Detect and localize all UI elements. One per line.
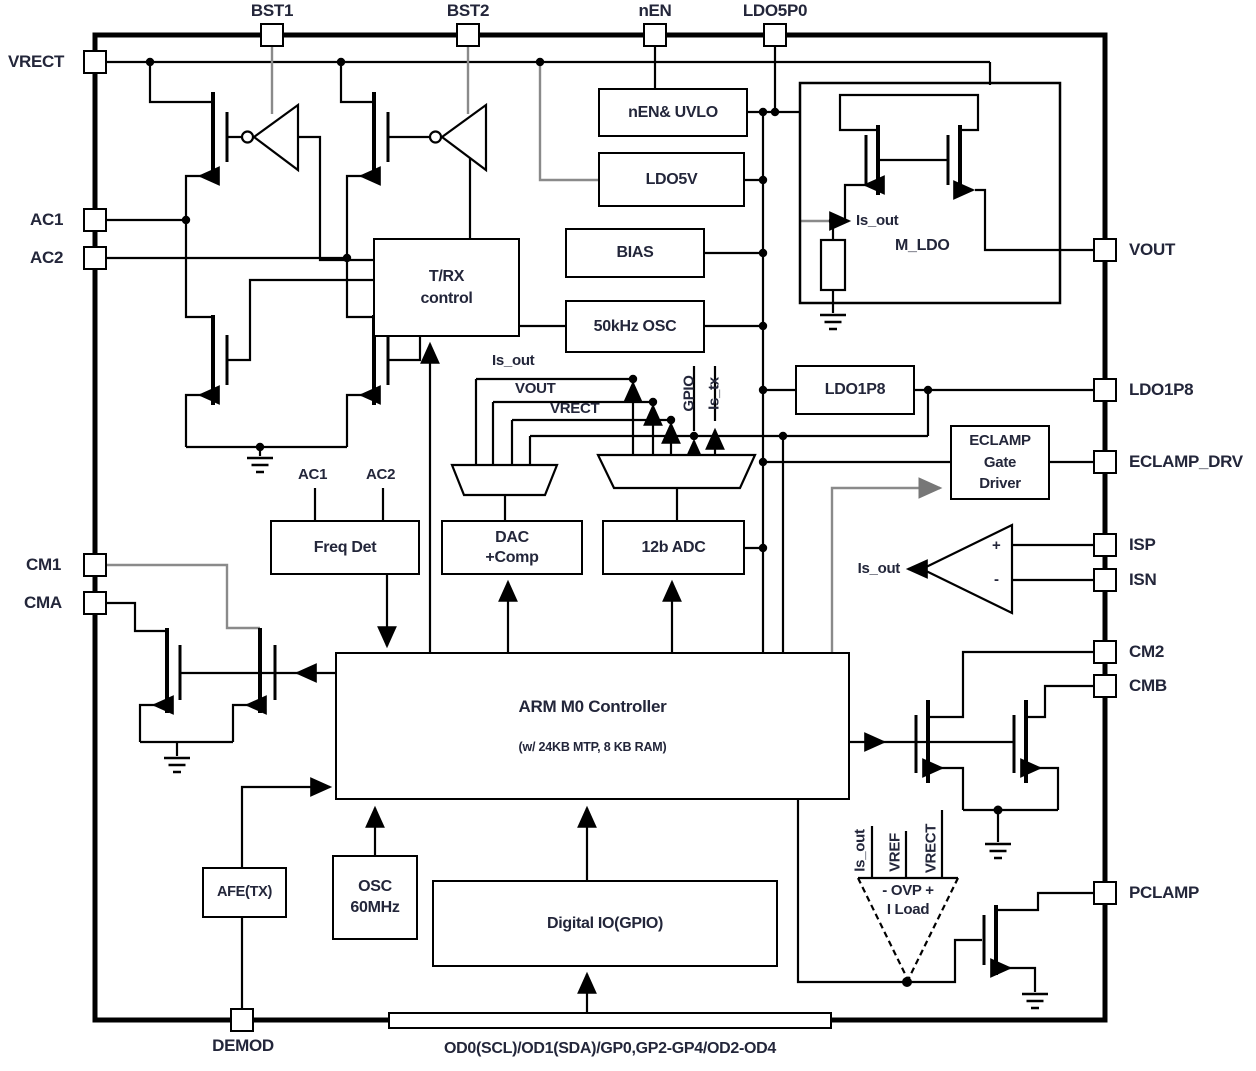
pin-isp bbox=[1093, 533, 1117, 557]
pin-ldo5p0 bbox=[763, 23, 787, 47]
block-ldo5v: LDO5V bbox=[598, 152, 745, 207]
bottom-bus-bar bbox=[388, 1012, 832, 1029]
block-eclamp-line1: ECLAMP bbox=[969, 431, 1031, 449]
block-dac-line2: +Comp bbox=[485, 548, 539, 566]
pin-bst1 bbox=[260, 23, 284, 47]
pin-cmb-label: CMB bbox=[1129, 676, 1167, 695]
block-dac-line1: DAC bbox=[495, 529, 529, 547]
block-trx-line2: control bbox=[420, 289, 473, 307]
mux-vout-label: VOUT bbox=[515, 380, 556, 397]
pin-isn-label: ISN bbox=[1129, 570, 1157, 589]
block-trx-line1: T/RX bbox=[428, 267, 465, 285]
pin-vout bbox=[1093, 238, 1117, 262]
block-afe-tx-label: AFE(TX) bbox=[216, 883, 273, 900]
block-arm-subtitle: (w/ 24KB MTP, 8 KB RAM) bbox=[518, 740, 667, 755]
block-osc-60mhz: OSC 60MHz bbox=[332, 855, 418, 940]
block-afe-tx: AFE(TX) bbox=[202, 867, 287, 918]
ovp-in-vrect-label: VRECT bbox=[922, 823, 940, 874]
block-dac-comp: DAC +Comp bbox=[441, 520, 583, 575]
block-osc-line2: 60MHz bbox=[350, 898, 400, 916]
pin-ac2-label: AC2 bbox=[30, 248, 64, 267]
block-freq-det-label: Freq Det bbox=[313, 538, 377, 556]
pin-eclamp-drv bbox=[1093, 450, 1117, 474]
block-arm-m0: ARM M0 Controller (w/ 24KB MTP, 8 KB RAM… bbox=[335, 652, 850, 800]
pin-ldo5p0-label: LDO5P0 bbox=[742, 1, 808, 20]
block-eclamp-line2: Gate bbox=[983, 453, 1017, 471]
block-eclamp-gate-driver: ECLAMP Gate Driver bbox=[950, 425, 1050, 500]
block-freq-det: Freq Det bbox=[270, 520, 420, 575]
pin-demod-label: DEMOD bbox=[212, 1036, 274, 1055]
pin-eclamp-drv-label: ECLAMP_DRV bbox=[1129, 452, 1243, 471]
comparator-minus-label: - bbox=[994, 571, 999, 588]
ovp-row2-label: I Load bbox=[886, 901, 930, 918]
block-trx-control: T/RX control bbox=[373, 238, 520, 337]
ovp-in-vref-label: VREF bbox=[886, 833, 904, 872]
pin-cm2 bbox=[1093, 640, 1117, 664]
ovp-row1-label: - OVP + bbox=[882, 882, 934, 899]
bottom-bus-label: OD0(SCL)/OD1(SDA)/GP0,GP2-GP4/OD2-OD4 bbox=[443, 1040, 777, 1057]
mux-is-out-label: Is_out bbox=[492, 352, 535, 369]
block-eclamp-line3: Driver bbox=[979, 475, 1021, 493]
pin-cma bbox=[83, 591, 107, 615]
mux-is-tx-label: Is_tx bbox=[705, 377, 723, 410]
block-50khz-osc: 50kHz OSC bbox=[565, 300, 705, 353]
pin-ac2 bbox=[83, 246, 107, 270]
block-ldo1p8: LDO1P8 bbox=[795, 365, 915, 415]
pin-ac1 bbox=[83, 208, 107, 232]
freq-det-ac1-label: AC1 bbox=[298, 466, 328, 483]
comparator-plus-label: + bbox=[992, 537, 1001, 554]
pin-bst2-label: BST2 bbox=[446, 1, 490, 20]
pin-demod bbox=[230, 1008, 254, 1032]
block-digital-io-label: Digital IO(GPIO) bbox=[546, 914, 664, 932]
pin-cmb bbox=[1093, 674, 1117, 698]
pin-vrect-label: VRECT bbox=[8, 52, 65, 71]
block-nen-uvlo-label: nEN& UVLO bbox=[628, 103, 718, 121]
pin-cm2-label: CM2 bbox=[1129, 642, 1164, 661]
mldo-is-out-label: Is_out bbox=[856, 212, 899, 229]
pin-nen-label: nEN bbox=[638, 1, 672, 20]
pin-ldo1p8 bbox=[1093, 378, 1117, 402]
pin-ldo1p8-label: LDO1P8 bbox=[1129, 380, 1194, 399]
pin-vout-label: VOUT bbox=[1129, 240, 1176, 259]
pin-cm1-label: CM1 bbox=[26, 555, 61, 574]
block-bias-label: BIAS bbox=[616, 244, 654, 262]
pin-cm1 bbox=[83, 553, 107, 577]
block-12b-adc: 12b ADC bbox=[602, 520, 745, 575]
mux-gpio-label: GPIO bbox=[680, 375, 698, 412]
mldo-label: M_LDO bbox=[895, 237, 950, 254]
pin-pclamp bbox=[1093, 881, 1117, 905]
block-arm-title: ARM M0 Controller bbox=[518, 697, 667, 717]
pin-cma-label: CMA bbox=[24, 593, 62, 612]
block-12b-adc-label: 12b ADC bbox=[641, 538, 706, 556]
pin-pclamp-label: PCLAMP bbox=[1129, 883, 1199, 902]
pin-isp-label: ISP bbox=[1129, 535, 1156, 554]
comparator-is-out-label: Is_out bbox=[857, 560, 901, 577]
mux-vrect-label: VRECT bbox=[550, 400, 600, 417]
pin-bst2 bbox=[456, 23, 480, 47]
block-bias: BIAS bbox=[565, 228, 705, 278]
pin-bst1-label: BST1 bbox=[250, 1, 294, 20]
pin-nen bbox=[643, 23, 667, 47]
pin-isn bbox=[1093, 568, 1117, 592]
pin-ac1-label: AC1 bbox=[30, 210, 64, 229]
freq-det-ac2-label: AC2 bbox=[366, 466, 396, 483]
ovp-in-is-out-label: Is_out bbox=[851, 829, 869, 872]
block-50khz-osc-label: 50kHz OSC bbox=[593, 317, 677, 335]
block-ldo1p8-label: LDO1P8 bbox=[824, 381, 886, 399]
block-osc-line1: OSC bbox=[358, 877, 392, 895]
block-nen-uvlo: nEN& UVLO bbox=[598, 88, 748, 137]
block-digital-io: Digital IO(GPIO) bbox=[432, 880, 778, 967]
pin-vrect bbox=[83, 50, 107, 74]
block-ldo5v-label: LDO5V bbox=[645, 170, 698, 188]
